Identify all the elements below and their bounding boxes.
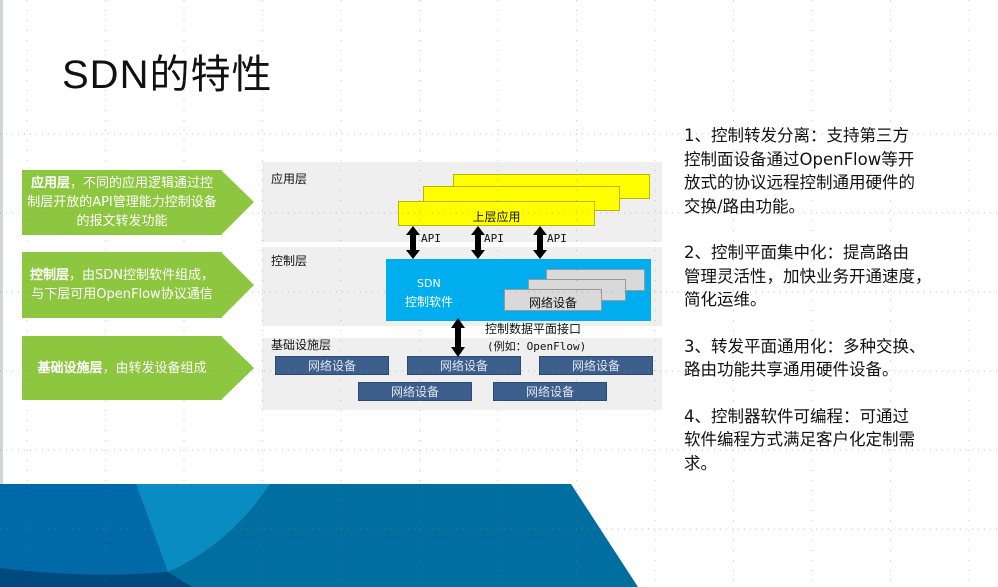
callout-infra-text: ，由转发设备组成 bbox=[102, 360, 207, 376]
upper-app-label: 上层应用 bbox=[472, 210, 521, 224]
network-device: 网络设备 bbox=[539, 356, 653, 375]
feature-line: 交换/路由功能。 bbox=[684, 196, 806, 216]
callout-infra-layer: 基础设施层，由转发设备组成 bbox=[22, 336, 254, 400]
slide-title: SDN的特性 bbox=[62, 53, 273, 97]
feature-line: 1、控制转发分离：支持第三方 bbox=[684, 126, 909, 145]
upper-app-box: 上层应用 bbox=[398, 201, 595, 226]
control-device-box: 网络设备 bbox=[504, 289, 602, 311]
api-label: API bbox=[484, 232, 504, 245]
api-label: API bbox=[421, 232, 441, 245]
feature-line: 简化运维。 bbox=[684, 290, 767, 309]
feature-line: 3、转发平面通用化：多种交换、 bbox=[684, 336, 926, 356]
feature-line: 软件编程方式满足客户化定制需 bbox=[684, 430, 915, 449]
feature-list: 1、控制转发分离：支持第三方 控制面设备通过OpenFlow等开 放式的协议远程… bbox=[684, 124, 984, 498]
callout-app-title: 应用层 bbox=[30, 176, 70, 191]
network-device: 网络设备 bbox=[407, 356, 521, 375]
app-layer-label: 应用层 bbox=[271, 172, 308, 186]
feature-line: 控制面设备通过OpenFlow等开 bbox=[684, 149, 915, 169]
arrow-right-icon bbox=[221, 170, 254, 235]
feature-line: 求。 bbox=[684, 453, 717, 473]
feature-line: 路由功能共享通用硬件设备。 bbox=[684, 360, 899, 379]
feature-line: 放式的协议远程控制通用硬件的 bbox=[684, 173, 915, 192]
infra-layer-label: 基础设施层 bbox=[271, 338, 332, 352]
feature-line: 2、控制平面集中化：提高路由 bbox=[684, 243, 909, 262]
slide-left-edge bbox=[0, 0, 3, 587]
arrow-right-icon bbox=[221, 336, 254, 400]
feature-line: 4、控制器软件可编程：可通过 bbox=[684, 406, 909, 426]
network-device: 网络设备 bbox=[275, 356, 389, 375]
double-arrow-icon bbox=[406, 226, 547, 357]
feature-item: 3、转发平面通用化：多种交换、 路由功能共享通用硬件设备。 bbox=[684, 335, 984, 382]
sdn-software-label: 控制软件 bbox=[405, 295, 454, 309]
feature-item: 4、控制器软件可编程：可通过 软件编程方式满足客户化定制需 求。 bbox=[684, 405, 984, 476]
api-label: API bbox=[547, 232, 567, 245]
control-device-label: 网络设备 bbox=[528, 296, 577, 310]
sdn-label: SDN bbox=[417, 277, 441, 290]
bottom-blue-band bbox=[0, 484, 638, 587]
callout-control-layer: 控制层，由SDN控制软件组成，与下层可用OpenFlow协议通信 bbox=[22, 252, 254, 318]
control-layer-label: 控制层 bbox=[271, 254, 308, 268]
feature-line: 管理灵活性，加快业务开通速度， bbox=[684, 266, 932, 286]
interface-example: (例如：OpenFlow) bbox=[487, 340, 587, 353]
arrow-right-icon bbox=[221, 252, 254, 318]
feature-item: 1、控制转发分离：支持第三方 控制面设备通过OpenFlow等开 放式的协议远程… bbox=[684, 124, 984, 218]
callout-infra-title: 基础设施层 bbox=[37, 360, 103, 376]
callout-control-title: 控制层 bbox=[29, 268, 69, 283]
callout-app-layer: 应用层，不同的应用逻辑通过控制层开放的API管理能力控制设备的报文转发功能 bbox=[22, 170, 254, 235]
feature-item: 2、控制平面集中化：提高路由 管理灵活性，加快业务开通速度， 简化运维。 bbox=[684, 241, 984, 312]
interface-label: 控制数据平面接口 bbox=[485, 322, 582, 336]
network-device: 网络设备 bbox=[493, 382, 607, 401]
network-device: 网络设备 bbox=[358, 382, 472, 401]
